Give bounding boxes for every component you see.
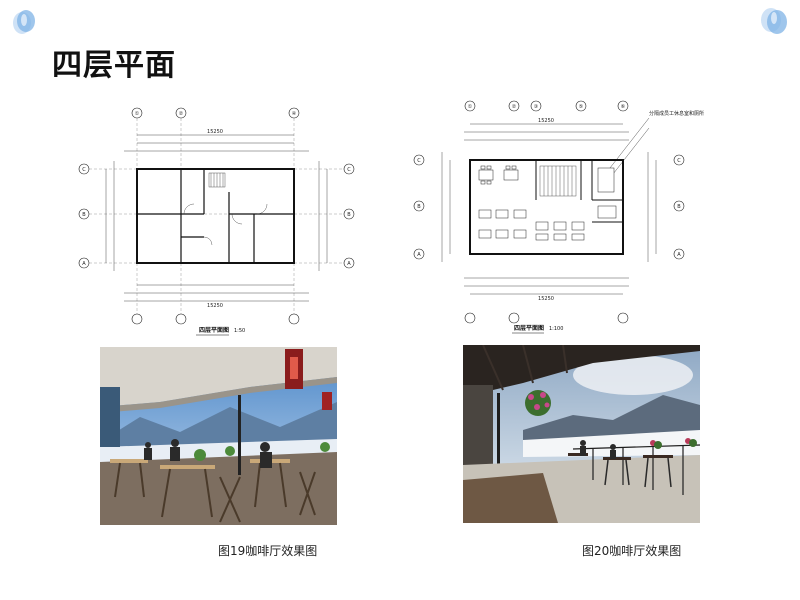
page-title: 四层平面 [52, 48, 176, 83]
dimension-total-width: 15250 [207, 129, 223, 135]
cafe-rendering-photo-20 [463, 345, 700, 523]
grid-number: ② [512, 104, 517, 110]
grid-letter: B [347, 212, 351, 218]
grid-letter: C [677, 158, 681, 164]
dimension-total-width: 15250 [538, 296, 554, 302]
drawing-scale: 1:50 [234, 328, 245, 334]
corner-bubble-decoration [10, 8, 38, 36]
floor-plan-drawing-left: ① ② ④ C B A C B A 15250 15250 [44, 97, 364, 345]
grid-letter: B [82, 212, 86, 218]
corner-bubble-decoration [758, 4, 792, 38]
figure-caption: 图20咖啡厅效果图 [582, 544, 682, 558]
grid-number: ⑤ [579, 104, 583, 110]
grid-number: ① [135, 111, 140, 117]
floor-plan-furnished-right: ① ② ③ ⑤ ⑥ C B A C B A 分隔成员工休息室和厕所 15250 … [364, 82, 734, 345]
grid-letter: B [417, 204, 421, 210]
grid-letter: C [347, 167, 351, 173]
grid-letter: A [417, 252, 421, 258]
grid-number: ④ [292, 111, 297, 117]
grid-letter: A [82, 261, 86, 267]
drawing-label: 四层平面图 [514, 324, 544, 332]
figure-caption: 图19咖啡厅效果图 [218, 544, 318, 558]
drawing-scale: 1:100 [549, 326, 563, 332]
dimension-total-width: 15250 [207, 303, 223, 309]
dimension-total-width: 15250 [538, 118, 554, 124]
cafe-rendering-photo-19 [100, 347, 337, 525]
drawing-label: 四层平面图 [199, 326, 229, 334]
grid-letter: A [347, 261, 351, 267]
grid-letter: B [677, 204, 681, 210]
grid-number: ③ [534, 104, 538, 110]
grid-number: ① [468, 104, 473, 110]
grid-letter: C [417, 158, 421, 164]
grid-number: ⑥ [621, 104, 626, 110]
grid-letter: C [82, 167, 86, 173]
annotation-note: 分隔成员工休息室和厕所 [649, 110, 704, 117]
grid-letter: A [677, 252, 681, 258]
grid-number: ② [179, 111, 184, 117]
